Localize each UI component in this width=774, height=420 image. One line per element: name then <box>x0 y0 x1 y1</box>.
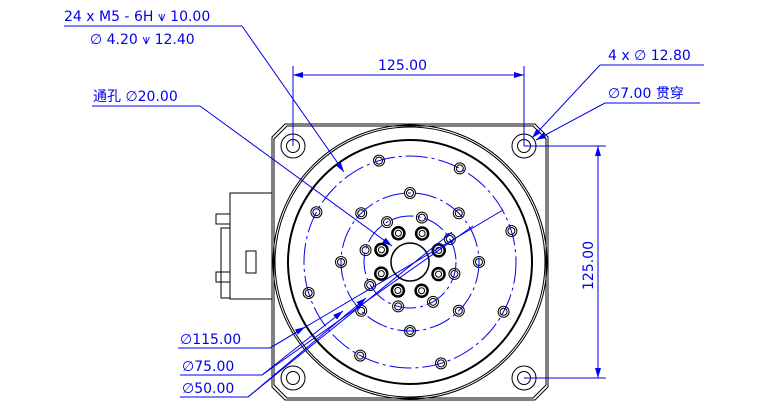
screw-head <box>374 242 389 258</box>
threaded-hole <box>427 295 439 308</box>
connector-plug <box>220 227 231 299</box>
center-bore <box>390 242 430 282</box>
threaded-hole <box>434 357 447 370</box>
threaded-hole-inner <box>304 288 313 297</box>
threaded-hole <box>381 216 393 229</box>
diameter-50-label: ∅50.00 <box>182 381 234 397</box>
connector-tab <box>215 271 231 283</box>
screw-head <box>374 266 389 281</box>
threaded-hole <box>354 349 367 362</box>
threaded-hole-inner <box>429 297 437 306</box>
threaded-hole-inner <box>312 208 321 217</box>
threaded-hole <box>497 305 510 318</box>
screw-socket <box>418 229 426 237</box>
threaded-hole-inner <box>454 209 463 218</box>
connector-tab <box>215 213 231 225</box>
screw-socket <box>377 270 385 278</box>
screw-socket <box>377 246 385 254</box>
threaded-hole-inner <box>406 189 414 197</box>
threaded-hole-inner <box>357 209 366 218</box>
screw-head <box>391 226 406 241</box>
corner-hole <box>286 371 300 385</box>
threaded-hole <box>452 304 465 317</box>
dimension-width: 125.00 <box>378 58 427 74</box>
threaded-hole-inner <box>357 306 366 315</box>
connector-housing <box>229 192 273 300</box>
threaded-hole-inner <box>356 351 365 360</box>
threaded-hole <box>310 206 323 219</box>
rotary-table <box>287 139 533 385</box>
threaded-hole-inner <box>394 302 403 311</box>
connector-fitting <box>245 250 257 274</box>
threaded-hole <box>448 267 461 280</box>
screw-head <box>414 226 430 241</box>
corner-hole-count-label: 4 x ∅ 12.80 <box>608 48 691 64</box>
threaded-hole-inner <box>455 164 464 173</box>
threaded-hole-inner <box>375 156 384 165</box>
threaded-hole-inner <box>361 246 370 255</box>
threaded-hole <box>505 225 518 238</box>
tap-drill-label: ∅ 4.20 ⩛ 12.40 <box>90 32 195 48</box>
base-plate <box>271 123 549 401</box>
dimension-height: 125.00 <box>581 241 597 290</box>
threaded-hole <box>373 154 386 167</box>
threaded-hole <box>355 207 368 220</box>
diameter-75-label: ∅75.00 <box>182 359 234 375</box>
threaded-hole-inner <box>450 269 459 278</box>
threaded-hole-inner <box>454 306 463 315</box>
through-hole-label: 通孔 ∅20.00 <box>93 89 178 105</box>
screw-socket <box>418 287 426 295</box>
corner-hole-through-label: ∅7.00 贯穿 <box>608 86 684 102</box>
threaded-hole-inner <box>417 213 426 222</box>
screw-socket <box>435 270 443 278</box>
threaded-hole <box>452 207 465 220</box>
threaded-hole-inner <box>499 307 508 316</box>
corner-hole-counterbore <box>280 365 306 391</box>
threaded-hole-inner <box>436 359 445 368</box>
threaded-hole <box>302 286 315 299</box>
screw-head <box>414 283 429 298</box>
threaded-hole <box>415 211 428 224</box>
threaded-hole <box>392 300 405 313</box>
pitch-circles <box>303 155 517 369</box>
threaded-hole-inner <box>383 218 391 227</box>
threaded-hole <box>359 244 372 257</box>
dimension-lines <box>64 25 704 398</box>
screw-head <box>431 266 446 282</box>
part-outline <box>215 123 549 401</box>
screw-head <box>390 283 406 298</box>
screw-head <box>431 243 446 258</box>
screw-socket <box>394 287 402 295</box>
threaded-hole <box>453 162 466 175</box>
diameter-115-label: ∅115.00 <box>180 332 241 348</box>
screw-socket <box>394 229 402 237</box>
threaded-hole-inner <box>507 227 516 236</box>
thread-spec-label: 24 x M5 - 6H ⩛ 10.00 <box>64 9 210 25</box>
